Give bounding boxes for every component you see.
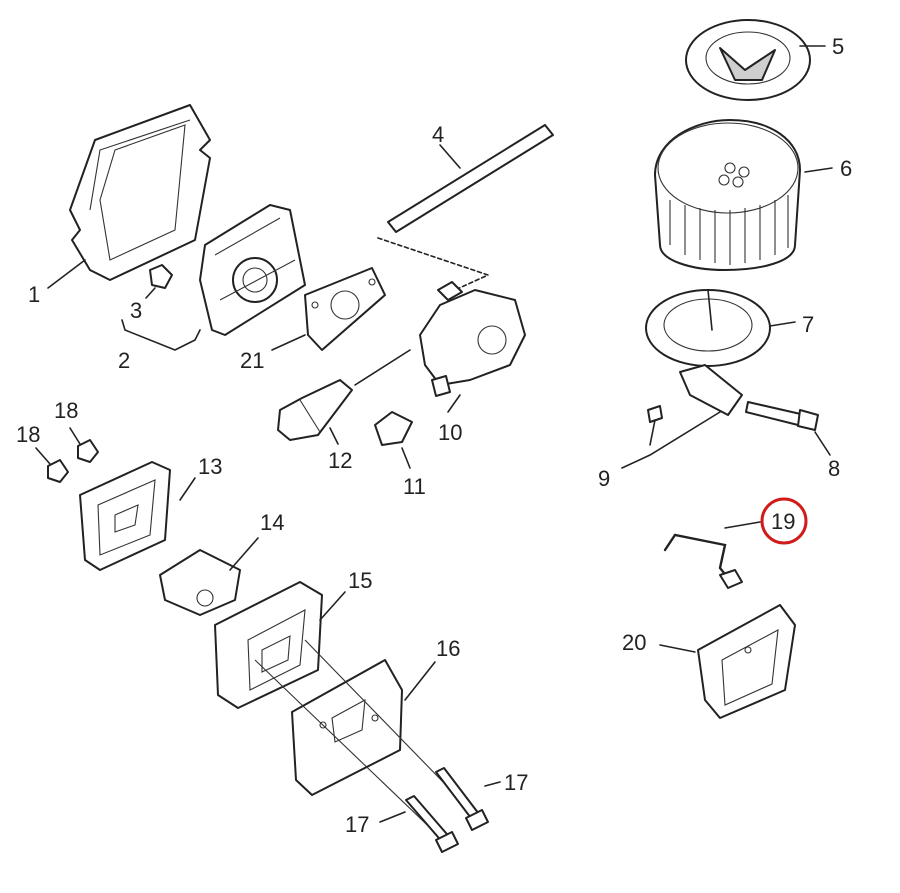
label-3: 3 — [130, 298, 142, 323]
label-20: 20 — [622, 630, 646, 655]
leader-4 — [439, 144, 461, 169]
leader-10 — [447, 394, 461, 413]
tube-route-line — [377, 237, 491, 291]
leader-17a — [484, 781, 501, 787]
label-6: 6 — [840, 156, 852, 181]
label-4: 4 — [432, 122, 444, 147]
leader-12 — [329, 427, 339, 445]
leader-21 — [271, 334, 306, 351]
part-8-bolt — [745, 401, 819, 431]
part-18b-nut — [47, 459, 69, 483]
leader-3 — [145, 287, 156, 299]
part-21-gasket — [304, 267, 386, 351]
part-12-boot — [277, 379, 353, 441]
leader-19 — [724, 521, 761, 529]
part-6-filter — [654, 119, 801, 271]
leader-6 — [804, 167, 833, 173]
label-15: 15 — [348, 568, 372, 593]
label-9: 9 — [598, 466, 610, 491]
leader-11 — [401, 447, 411, 469]
label-7: 7 — [802, 312, 814, 337]
label-13: 13 — [198, 454, 222, 479]
label-19: 19 — [771, 509, 795, 534]
part-1-frame — [69, 104, 211, 281]
leader-20 — [659, 644, 696, 653]
part-18a-nut — [77, 439, 99, 463]
part-19-wire-rod — [663, 533, 743, 589]
label-16: 16 — [436, 636, 460, 661]
part-7-base — [645, 289, 771, 416]
part-16-shield — [291, 659, 403, 796]
part-17b-bolt — [405, 795, 459, 853]
label-11: 11 — [403, 474, 426, 499]
part-3-fitting — [149, 264, 173, 289]
part-4-tube — [387, 124, 554, 233]
part-9-screw — [647, 405, 663, 446]
carb-link-line — [354, 349, 411, 386]
leader-8 — [814, 431, 831, 456]
part-15-muffler — [214, 581, 323, 709]
highlight-circle-19 — [760, 497, 808, 545]
part-11-plug — [374, 411, 413, 446]
part-20-bracket — [697, 604, 796, 719]
label-18b: 18 — [16, 422, 40, 447]
leader-1 — [47, 259, 86, 289]
leader-16 — [404, 661, 436, 701]
label-1: 1 — [28, 282, 40, 307]
leader-14 — [229, 537, 259, 571]
part-10-carburetor — [419, 281, 526, 397]
leader-2 — [121, 319, 201, 351]
label-18a: 18 — [54, 398, 78, 423]
label-5: 5 — [832, 34, 844, 59]
label-21: 21 — [240, 348, 264, 373]
leader-13 — [179, 477, 196, 501]
label-12: 12 — [328, 448, 352, 473]
label-10: 10 — [438, 420, 462, 445]
label-17a: 17 — [504, 770, 528, 795]
leader-17b — [379, 811, 406, 823]
leader-18a — [69, 427, 81, 445]
label-2: 2 — [118, 348, 130, 373]
leader-15 — [319, 591, 346, 621]
part-5-cover — [685, 19, 811, 101]
leader-7 — [769, 321, 796, 327]
part-17a-bolt — [435, 767, 489, 831]
leader-18b — [35, 447, 51, 465]
part-2-housing — [199, 204, 306, 336]
label-8: 8 — [828, 456, 840, 481]
bolt-axis-a — [254, 659, 446, 843]
label-17b: 17 — [345, 812, 369, 837]
part-13-plate — [79, 461, 171, 571]
label-14: 14 — [260, 510, 284, 535]
part-14-block — [159, 549, 241, 616]
leader-9 — [621, 411, 721, 469]
